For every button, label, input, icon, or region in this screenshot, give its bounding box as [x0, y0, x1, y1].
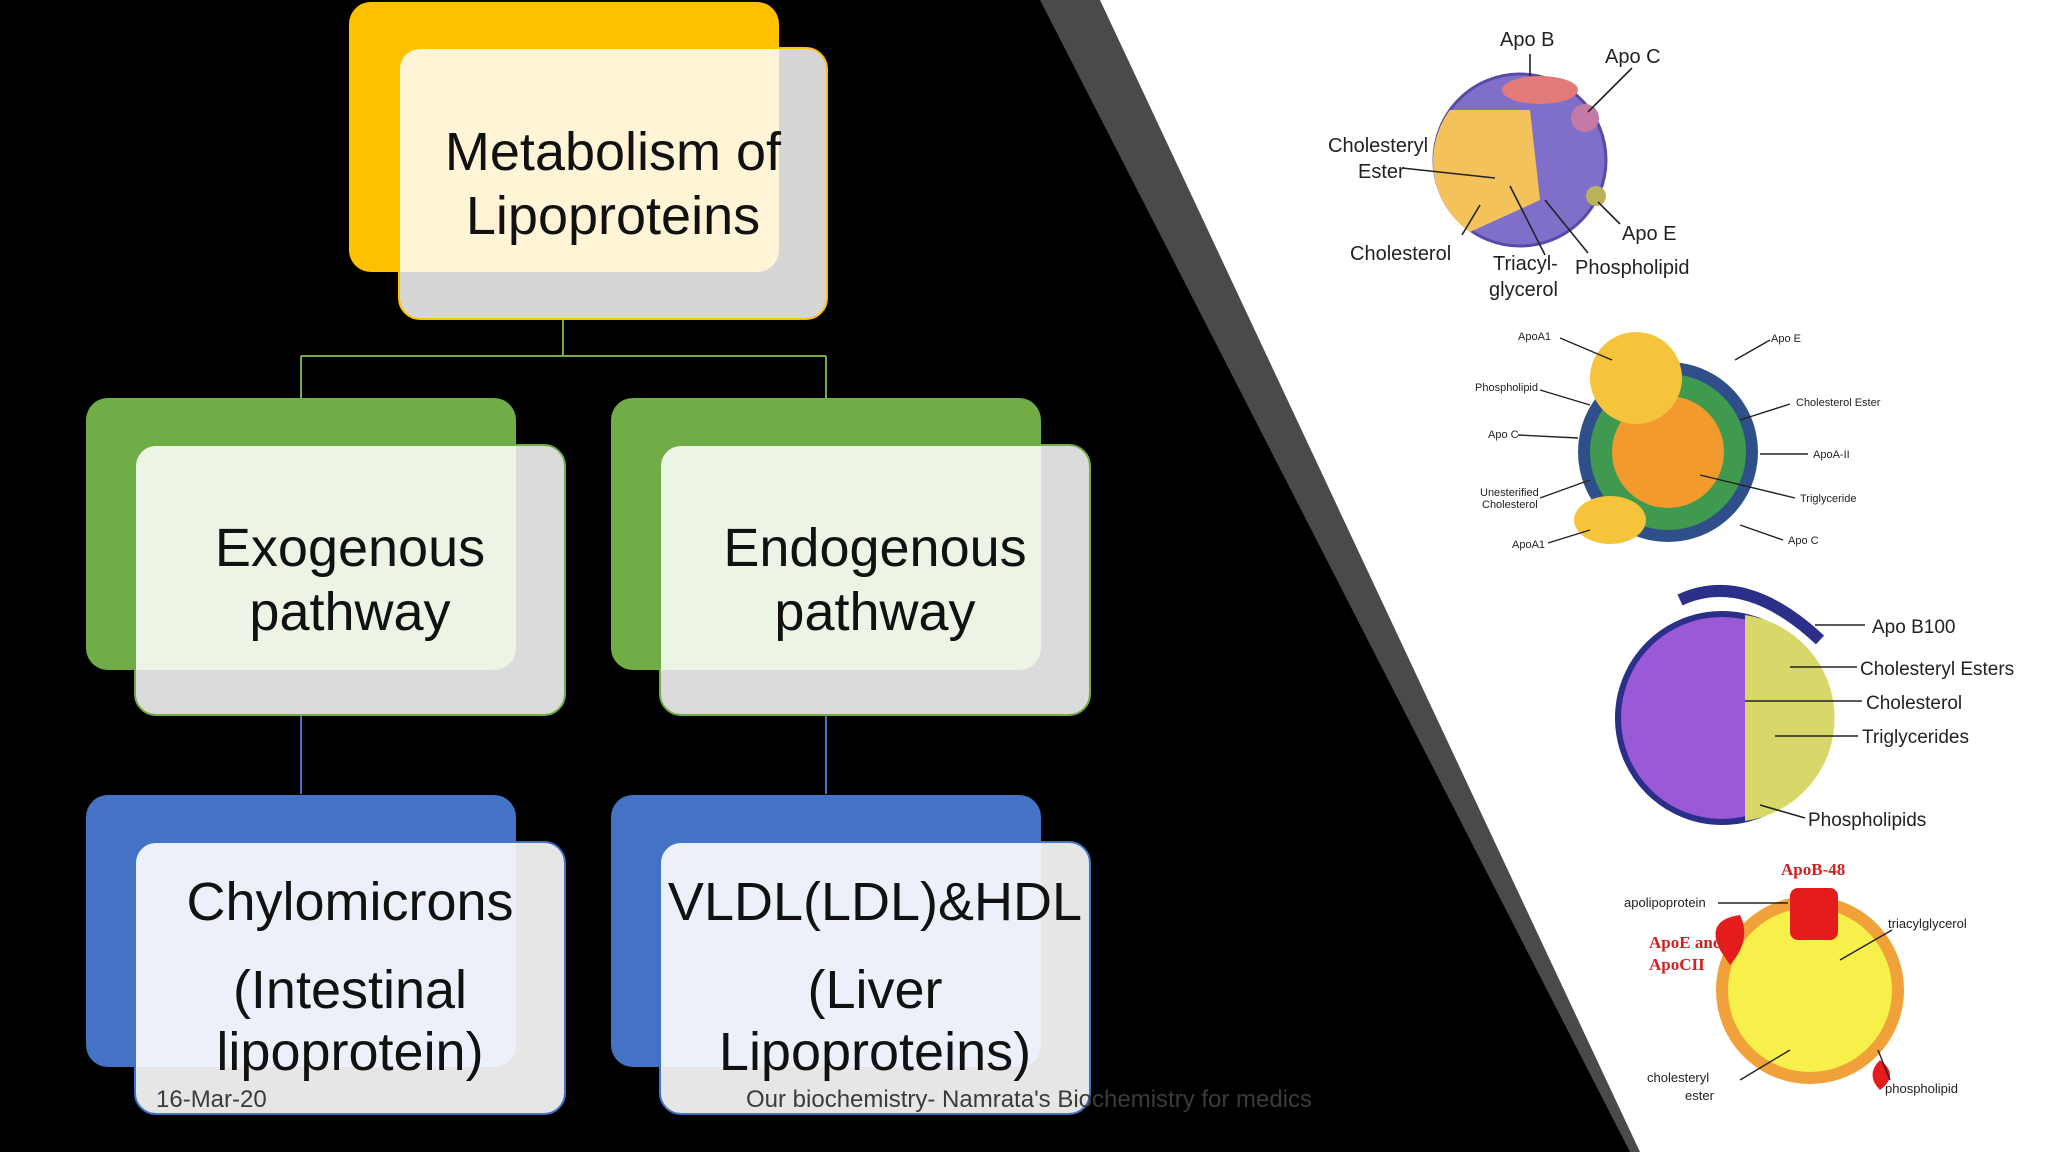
img1-phospholipid: Phospholipid [1575, 257, 1690, 279]
chylomicrons-label-line3: lipoprotein) [216, 1022, 484, 1082]
img1-chol-ester-1: Cholesteryl [1328, 135, 1428, 157]
img2-triglyceride: Triglyceride [1800, 493, 1856, 505]
endogenous-label-line2: pathway [774, 582, 976, 642]
img2-apo-c-right: Apo C [1788, 535, 1819, 547]
vldl-label-line3: Lipoproteins) [718, 1022, 1032, 1082]
root-node: Metabolism of Lipoproteins [398, 47, 828, 320]
ldl-cutaway [1745, 615, 1835, 821]
img1-triacyl-1: Triacyl- [1493, 253, 1558, 275]
lipoprotein-1-apoc [1571, 104, 1599, 132]
root-title-line1: Metabolism of [444, 121, 782, 182]
img4-triacylglycerol: triacylglycerol [1888, 916, 1967, 931]
img2-apoa1-top: ApoA1 [1518, 331, 1551, 343]
root-title-line2: Lipoproteins [465, 185, 761, 246]
endogenous-label-line1: Endogenous [723, 518, 1027, 578]
lipoprotein-structure-image-3: Apo B100 Cholesteryl Esters Cholesterol … [1615, 585, 2014, 831]
lipoprotein-1-apoe [1586, 186, 1606, 206]
exogenous-label-line2: pathway [249, 582, 451, 642]
lipoprotein-structure-image-4: ApoB-48 apolipoprotein triacylglycerol A… [1624, 860, 1967, 1103]
lipoprotein-structure-image-1: Apo B Apo C Cholesteryl Ester Cholestero… [1328, 29, 1690, 301]
img3-apo-b100: Apo B100 [1872, 617, 1955, 638]
img4-apolipoprotein: apolipoprotein [1624, 895, 1706, 910]
chylomicron-apob48 [1790, 888, 1838, 940]
chylomicrons-label-line1: Chylomicrons [186, 872, 514, 932]
vldl-node: VLDL(LDL)&HDL (Liver Lipoproteins) [659, 841, 1091, 1115]
img2-unest-1: Unesterified [1480, 487, 1539, 499]
endogenous-node: Endogenous pathway [659, 444, 1091, 716]
exogenous-label-line1: Exogenous [214, 518, 486, 578]
lipoprotein-1-apob [1502, 76, 1578, 104]
img4-phospholipid: phospholipid [1885, 1081, 1958, 1096]
footer-date: 16-Mar-20 [156, 1086, 267, 1113]
img2-apo-e: Apo E [1771, 333, 1801, 345]
hdl-apoa1-top [1590, 332, 1682, 424]
ldl-apob100 [1677, 585, 1825, 645]
img2-apoa1-bottom: ApoA1 [1512, 539, 1545, 551]
img1-triacyl-2: glycerol [1489, 279, 1558, 301]
img4-apob48: ApoB-48 [1781, 860, 1845, 879]
img4-chol-ester-2: ester [1685, 1088, 1715, 1103]
img4-chol-ester-1: cholesteryl [1647, 1070, 1709, 1085]
img1-chol-ester-2: Ester [1358, 161, 1405, 183]
hdl-core [1612, 396, 1724, 508]
root-connector [300, 318, 827, 398]
exogenous-node: Exogenous pathway [134, 444, 566, 716]
vldl-label-line1: VLDL(LDL)&HDL [667, 872, 1083, 932]
chylomicrons-label-line2: (Intestinal [232, 960, 468, 1020]
footer-credit: Our biochemistry- Namrata's Biochemistry… [746, 1086, 1313, 1113]
vldl-label-line2: (Liver [807, 960, 943, 1020]
img2-chol-ester: Cholesterol Ester [1796, 397, 1881, 409]
img2-apo-c-left: Apo C [1488, 429, 1519, 441]
img4-apoe-1: ApoE and [1649, 933, 1723, 952]
img1-apo-c: Apo C [1605, 46, 1661, 68]
img1-apo-e: Apo E [1622, 223, 1676, 245]
img3-cholesterol: Cholesterol [1866, 693, 1962, 714]
img3-triglycerides: Triglycerides [1862, 727, 1969, 748]
right-image-panel [1100, 0, 2048, 1152]
chylomicron-apoe [1715, 915, 1745, 965]
img3-phospholipids: Phospholipids [1808, 810, 1926, 831]
connector-lines [300, 318, 827, 794]
img2-apoa2: ApoA-II [1813, 449, 1850, 461]
img3-chol-esters: Cholesteryl Esters [1860, 659, 2014, 680]
img1-cholesterol: Cholesterol [1350, 243, 1451, 265]
img2-unest-2: Cholesterol [1482, 499, 1538, 511]
img4-apoe-2: ApoCII [1649, 955, 1705, 974]
lipoprotein-structure-image-2: ApoA1 Apo E Phospholipid Cholesterol Est… [1475, 331, 1881, 551]
lipoprotein-1-core [1433, 110, 1540, 232]
img1-apo-b: Apo B [1500, 29, 1554, 51]
chylomicrons-node: Chylomicrons (Intestinal lipoprotein) [134, 841, 566, 1115]
hdl-apoa1-bottom [1574, 496, 1646, 544]
img2-phospholipid: Phospholipid [1475, 382, 1538, 394]
